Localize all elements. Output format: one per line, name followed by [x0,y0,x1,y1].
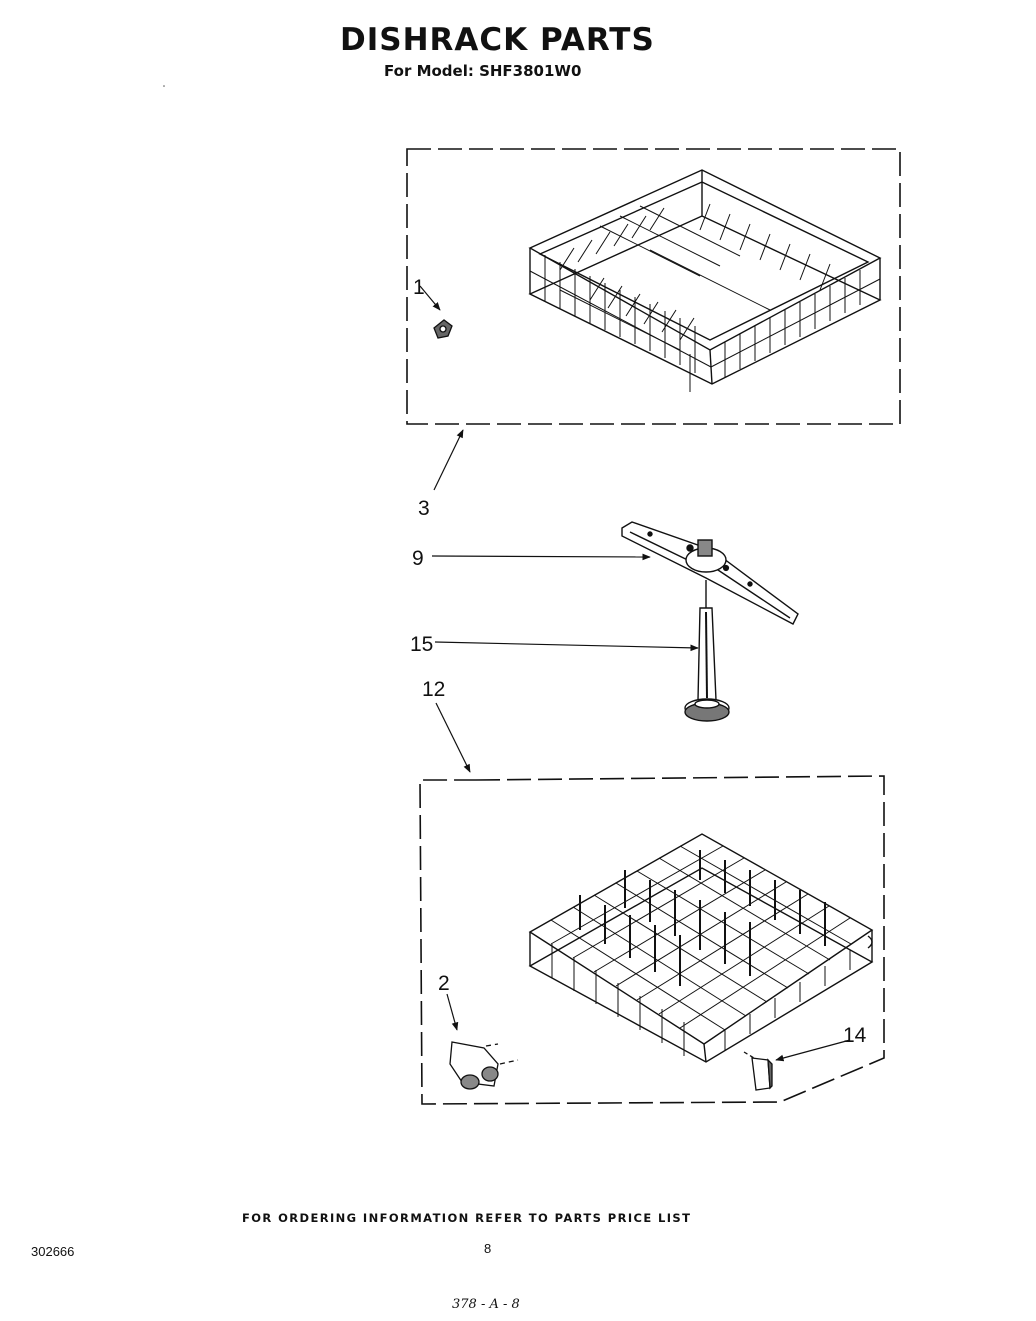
callout-12-leader [435,702,471,773]
callout-2: 2 [438,972,450,995]
rack-end-cap-drawing [743,1051,773,1091]
lower-dishrack-drawing [528,833,874,1063]
upper-rack-group-box [406,148,901,425]
lower-rack-group-box [419,775,885,1105]
document-number: 302666 [31,1244,75,1259]
spray-arm-drawing [621,521,799,625]
ordering-note: FOR ORDERING INFORMATION REFER TO PARTS … [242,1211,692,1225]
callout-9: 9 [412,547,424,570]
page-title: DISHRACK PARTS [340,22,655,58]
callout-15: 15 [410,633,433,656]
callout-3: 3 [418,497,430,520]
spray-tube-drawing [684,580,730,722]
handwritten-reference: 378 - A - 8 [452,1297,520,1312]
model-subtitle: For Model: SHF3801W0 [384,62,582,80]
upper-dishrack-drawing [528,169,882,392]
callout-1-leader [419,285,441,311]
callout-2-leader [446,993,459,1031]
callout-1: 1 [413,276,425,299]
callout-14-leader [775,1039,851,1062]
callout-3-leader [433,429,464,491]
page-number: 8 [484,1241,492,1256]
callout-14: 14 [843,1024,867,1047]
upper-rack-part-drawing [433,319,453,339]
callout-15-leader [434,641,699,652]
roller-drawing [449,1041,519,1090]
callout-12: 12 [422,678,445,701]
callout-9-leader [431,553,651,561]
